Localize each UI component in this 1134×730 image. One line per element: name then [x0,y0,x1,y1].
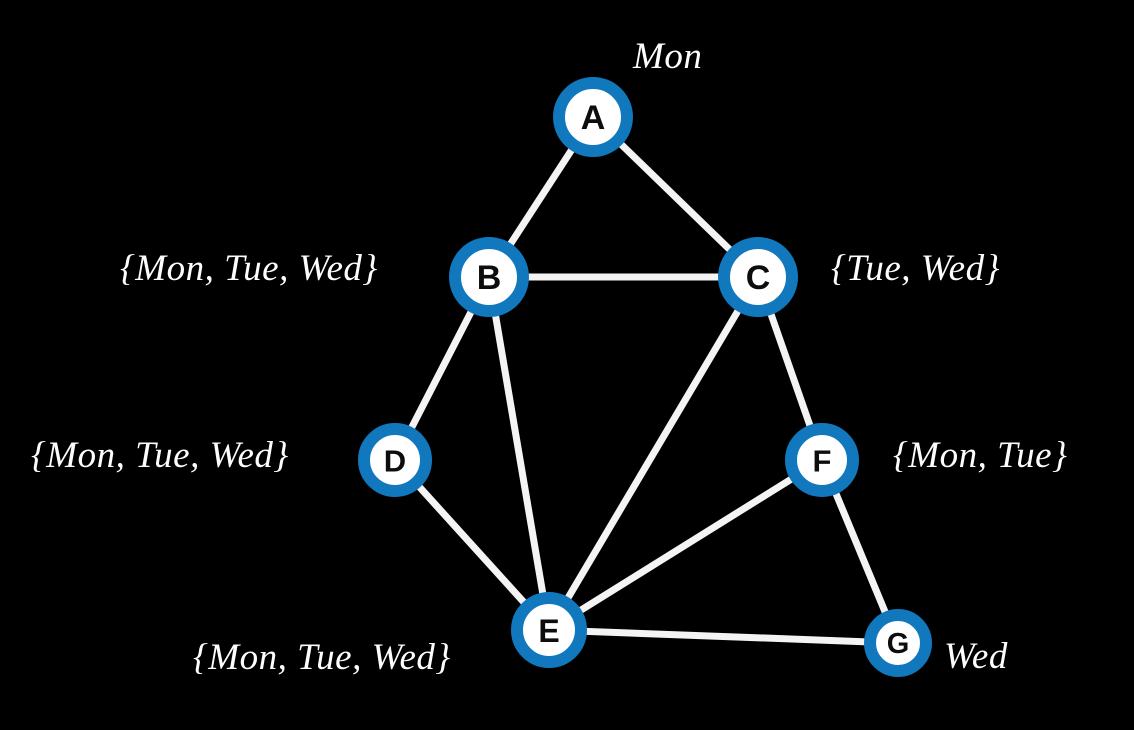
edge-e-g [545,626,902,647]
node-e[interactable]: E [511,592,587,668]
node-circle-d[interactable] [358,423,432,497]
node-circle-b[interactable] [449,237,529,317]
node-a[interactable]: A [553,77,633,157]
domain-label-e: {Mon, Tue, Wed} [193,637,451,678]
domain-label-f: {Mon, Tue} [893,435,1068,476]
edge-c-e [545,273,762,634]
edges-group [391,113,902,647]
edge-e-f [545,456,826,634]
node-g[interactable]: G [864,609,932,677]
node-label-a: A [581,99,606,137]
domain-label-g: Wed [944,636,1008,677]
node-label-d: D [384,444,406,479]
node-label-b: B [477,259,502,297]
node-circle-f[interactable] [785,423,859,497]
domain-label-c: {Tue, Wed} [831,248,1000,289]
nodes-group: A B C D E F G [358,77,932,677]
domain-label-d: {Mon, Tue, Wed} [31,435,289,476]
domain-label-b: {Mon, Tue, Wed} [120,248,378,289]
node-b[interactable]: B [449,237,529,317]
node-d[interactable]: D [358,423,432,497]
node-circle-c[interactable] [718,237,798,317]
node-label-e: E [538,613,559,649]
edge-d-e [391,456,553,634]
node-circle-e[interactable] [511,592,587,668]
node-c[interactable]: C [718,237,798,317]
node-label-c: C [746,259,771,297]
node-label-g: G [887,628,910,660]
node-f[interactable]: F [785,423,859,497]
domain-label-a: Mon [633,36,703,77]
edge-b-e [485,273,553,634]
node-circle-g[interactable] [864,609,932,677]
node-circle-a[interactable] [553,77,633,157]
node-label-f: F [813,444,832,479]
